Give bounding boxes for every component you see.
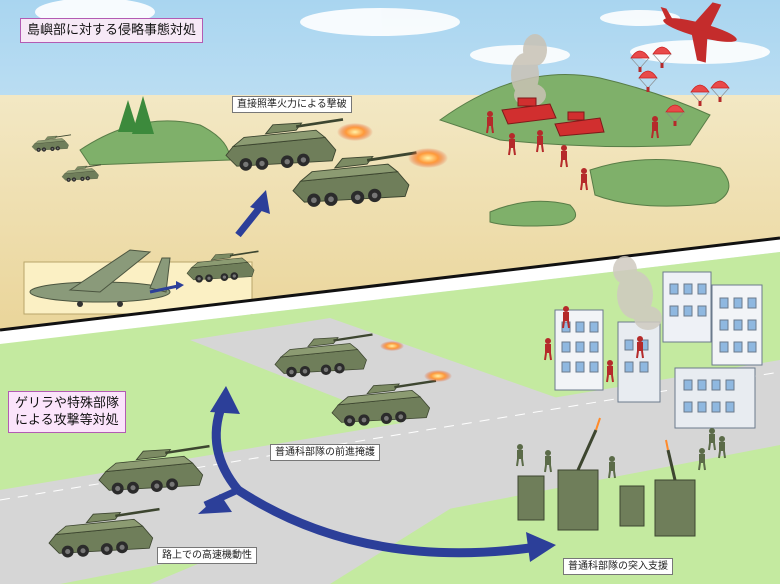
- arrowhead-up: [210, 386, 240, 414]
- buildings: [554, 271, 763, 429]
- panel-title-island-defense: 島嶼部に対する侵略事態対処: [20, 18, 204, 43]
- enemy-tanks: [501, 97, 605, 137]
- assault-vehicles: [517, 429, 696, 537]
- arrowhead-right: [526, 532, 556, 562]
- unload-arrow: [149, 284, 179, 294]
- caption-infantry-escort: 普通科部隊の前進掩護: [270, 444, 380, 461]
- hill-right: [589, 159, 730, 207]
- advance-arrow-top: [235, 202, 265, 238]
- smoke-city: [613, 256, 662, 330]
- arrowhead-left: [198, 494, 232, 514]
- muzzle-flash-2: [408, 148, 448, 168]
- caption-infantry-assault: 普通科部隊の突入支援: [563, 558, 673, 575]
- smoke-top: [511, 34, 547, 107]
- unload-arrowhead: [176, 281, 184, 290]
- trees: [118, 96, 154, 134]
- hill-small: [489, 200, 577, 227]
- transport-plane-ground: [29, 249, 171, 307]
- caption-road-mobility: 路上での高速機動性: [157, 547, 257, 564]
- panel-divider: [0, 236, 780, 332]
- assault-fire: [595, 417, 669, 451]
- muzzle-flash-1: [337, 123, 373, 141]
- advance-arrowhead-top: [250, 190, 270, 214]
- transport-plane-sky: [660, 2, 737, 63]
- panel-title-line-1: ゲリラや特殊部隊: [15, 396, 120, 411]
- panel-title-line-2: による攻撃等対処: [15, 413, 119, 428]
- caption-direct-fire: 直接照準火力による撃破: [232, 96, 352, 113]
- panel-title-guerrilla-defense: ゲリラや特殊部隊 による攻撃等対処: [8, 391, 127, 433]
